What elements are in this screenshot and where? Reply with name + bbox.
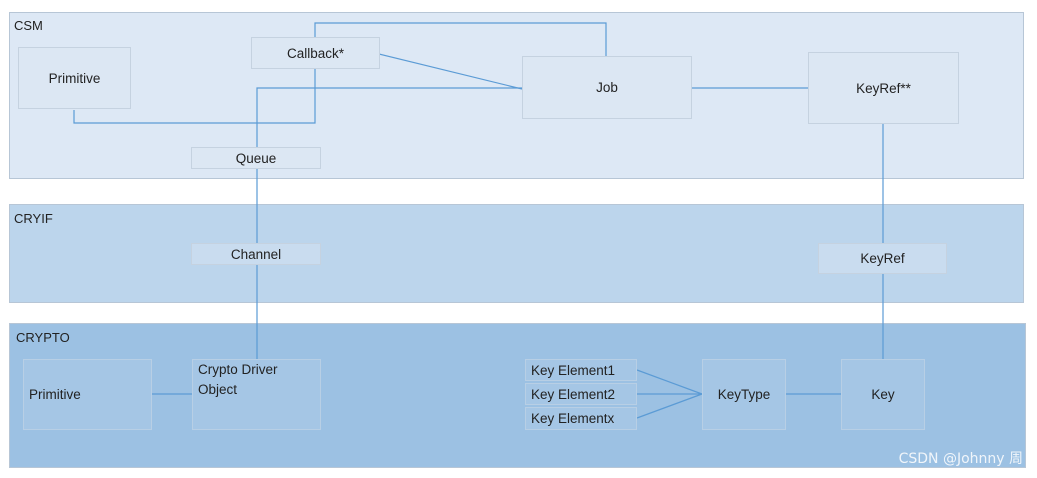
csm-primitive-box: Primitive: [18, 47, 131, 109]
key-element2-label: Key Element2: [531, 386, 616, 402]
callback-job-connector: [378, 53, 523, 90]
crypto-driver-object-label-line2: Object: [198, 382, 238, 397]
key-label: Key: [871, 387, 895, 402]
crypto-primitive-label: Primitive: [29, 387, 81, 402]
key-element1-label: Key Element1: [531, 362, 616, 378]
watermark-text: CSDN @Johnny 周: [898, 451, 1023, 467]
crypto-driver-object-label-line1: Crypto Driver: [198, 362, 278, 377]
queue-box: Queue: [191, 147, 321, 169]
keytype-label: KeyType: [717, 387, 771, 402]
job-label: Job: [596, 80, 618, 95]
csm-layer-label: CSM: [14, 18, 43, 33]
callback-box: Callback*: [251, 37, 380, 69]
job-queue-connector: [256, 87, 522, 147]
key-element1-box: Key Element1: [525, 359, 637, 381]
keytype-box: KeyType: [702, 359, 786, 430]
callback-label: Callback*: [286, 45, 345, 61]
csm-primitive-label: Primitive: [48, 70, 101, 86]
keyref-csm-label: KeyRef**: [856, 80, 911, 96]
channel-box: Channel: [191, 243, 321, 265]
job-box: Job: [522, 56, 692, 119]
key-elementx-box: Key Elementx: [525, 407, 637, 430]
crypto-driver-object-box: Crypto Driver Object: [192, 359, 321, 430]
cryif-layer-label: CRYIF: [14, 211, 53, 226]
element1-keytype-connector: [636, 369, 703, 395]
channel-label: Channel: [230, 246, 282, 262]
elementx-keytype-connector: [636, 393, 703, 419]
queue-label: Queue: [235, 150, 277, 166]
keyref-cryif-box: KeyRef: [818, 243, 947, 274]
crypto-primitive-box: Primitive: [23, 359, 152, 430]
key-elementx-label: Key Elementx: [531, 411, 615, 426]
crypto-layer-label: CRYPTO: [16, 330, 70, 345]
keyref-cryif-label: KeyRef: [860, 251, 905, 266]
keyref-csm-box: KeyRef**: [808, 52, 959, 124]
key-element2-box: Key Element2: [525, 383, 637, 405]
key-box: Key: [841, 359, 925, 430]
primitive-job-connector: [73, 22, 607, 124]
